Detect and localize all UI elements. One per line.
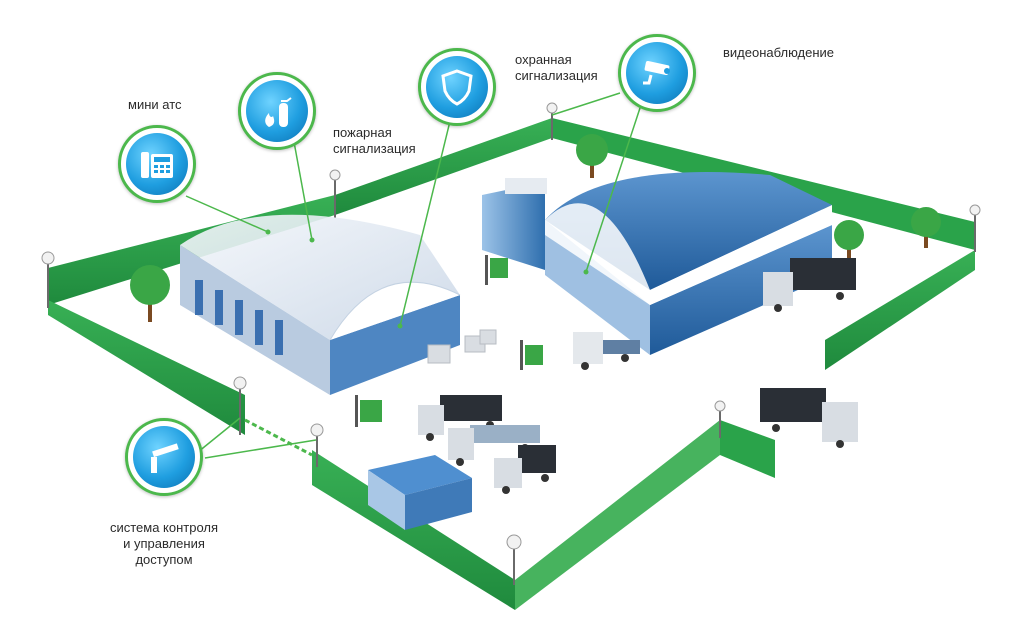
truck-1 [418,395,502,441]
video-surveillance-badge [618,34,696,112]
fire-extinguisher-icon [265,97,292,127]
access-control-badge [125,418,203,496]
lamp-posts [41,102,981,585]
security-alarm-badge [418,48,496,126]
mini-ats-label: мини атс [128,97,182,112]
truck-3 [494,445,556,494]
barrier-gate-icon [151,443,179,473]
gatehouse [368,455,472,530]
truck-5 [763,258,856,312]
fence-right [515,250,975,610]
trees [130,134,941,322]
access-control-label: система контроля и управления доступом [109,520,219,567]
trucks [418,258,858,494]
crates [427,329,497,364]
security-alarm-label: охранная сигнализация [515,52,598,83]
hangar-right [482,172,832,355]
cctv-camera-icon [643,60,670,85]
fence-left [48,300,515,610]
fire-alarm-label: пожарная сигнализация [333,125,416,156]
video-surveillance-label: видеонаблюдение [723,45,835,60]
truck-2 [448,425,540,466]
forklifts [355,255,543,427]
phone-icon [141,152,173,178]
truck-4 [573,332,640,370]
warehouse-left [180,214,461,395]
callout-lines [185,92,641,459]
fire-alarm-badge [238,72,316,150]
truck-6 [760,388,858,448]
mini-ats-badge [118,125,196,203]
shield-icon [441,69,473,106]
